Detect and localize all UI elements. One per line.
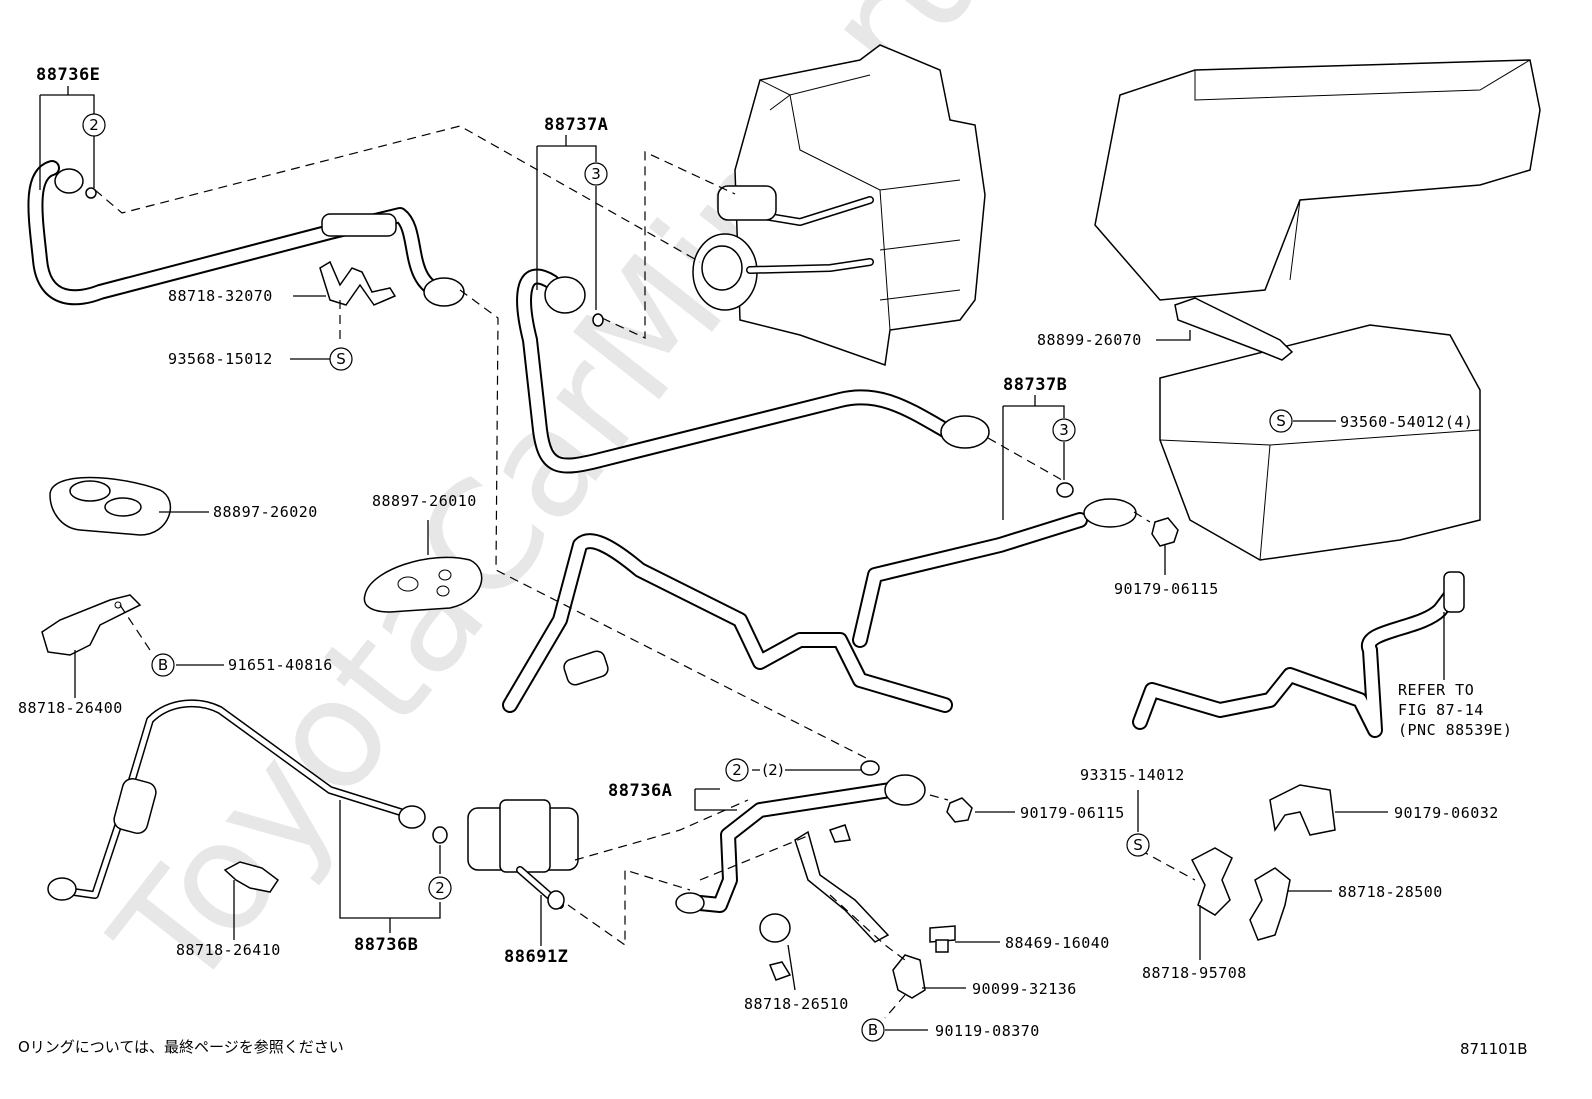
label-88737A: 88737A [544, 115, 608, 135]
cover-box [1094, 59, 1541, 301]
valve-88691Z [467, 799, 579, 910]
cushion-90099-32136 [892, 954, 926, 999]
label-90179-06115-upper: 90179-06115 [1114, 580, 1219, 598]
svg-text:S: S [1133, 836, 1143, 854]
figure-id: 871101B [1460, 1040, 1528, 1058]
label-91651-40816: 91651-40816 [228, 656, 333, 674]
badge-s-93315: S [1126, 833, 1150, 857]
label-refer-line3: (PNC 88539E) [1398, 721, 1512, 739]
o-ring [592, 313, 604, 327]
label-88737B: 88737B [1003, 375, 1067, 395]
footer-note: Oリングについては、最終ページを参照ください [18, 1038, 344, 1056]
badge-3-88737B: 3 [1052, 418, 1076, 442]
badge-2-88736A: 2 [725, 758, 749, 782]
pipe-88736E [27, 160, 465, 307]
pipe-main-loop [502, 482, 1137, 713]
badge-s-93560: S [1269, 409, 1293, 433]
label-88736A: 88736A [608, 781, 672, 801]
tank-box [1159, 324, 1481, 561]
svg-text:S: S [1276, 412, 1286, 430]
badge-s-93568: S [329, 347, 353, 371]
screw-88469-16040 [929, 925, 956, 953]
cooling-unit [692, 44, 986, 367]
clip-88718-32070 [319, 260, 397, 306]
svg-text:3: 3 [1059, 421, 1069, 439]
clamp-90179-06032 [1269, 784, 1336, 836]
badge-b-91651: B [151, 653, 175, 677]
clip-88718-95708 [1190, 847, 1233, 916]
o-ring [432, 826, 448, 844]
nut-90179-06115-lower [946, 797, 973, 823]
svg-text:2: 2 [435, 879, 445, 897]
label-88691Z: 88691Z [504, 947, 568, 967]
svg-text:2: 2 [89, 116, 99, 134]
label-88736B: 88736B [354, 935, 418, 955]
badge-2-88736B: 2 [428, 876, 452, 900]
label-refer-line2: FIG 87-14 [1398, 701, 1484, 719]
label-88718-26510: 88718-26510 [744, 995, 849, 1013]
pipe-88737A [516, 268, 990, 474]
pipe-sleeve [321, 213, 397, 237]
dashed-lines [94, 125, 1196, 1019]
label-88718-95708: 88718-95708 [1142, 964, 1247, 982]
label-93568-15012: 93568-15012 [168, 350, 273, 368]
pipe-end-fitting [54, 168, 84, 194]
pipe-88736B [47, 699, 448, 901]
label-88897-26010: 88897-26010 [372, 492, 477, 510]
label-88736E: 88736E [36, 65, 100, 85]
clamp-88718-26510 [759, 913, 792, 981]
badge-3-88737A: 3 [584, 162, 608, 186]
label-88897-26020: 88897-26020 [213, 503, 318, 521]
svg-text:B: B [868, 1021, 878, 1039]
label-88718-26410: 88718-26410 [176, 941, 281, 959]
badge-2-paren: (2) [762, 761, 783, 779]
label-refer-line1: REFER TO [1398, 681, 1474, 699]
pipe-88736A [675, 760, 926, 914]
label-93315-14012: 93315-14012 [1080, 766, 1185, 784]
pipe-end-fitting [423, 277, 465, 307]
o-ring [1056, 482, 1074, 498]
clip-88718-26400 [41, 594, 142, 656]
badge-2-88736E: 2 [82, 113, 106, 137]
label-90179-06115-lower: 90179-06115 [1020, 804, 1125, 822]
o-ring [85, 187, 97, 199]
label-88718-26400: 88718-26400 [18, 699, 123, 717]
nut-90179-06115-upper [1151, 517, 1179, 547]
label-88469-16040: 88469-16040 [1005, 934, 1110, 952]
svg-text:2: 2 [732, 761, 742, 779]
svg-text:3: 3 [591, 165, 601, 183]
bracket-88899-26070 [1174, 297, 1294, 361]
svg-text:S: S [336, 350, 346, 368]
grommet-88897-26010 [363, 556, 483, 613]
label-88899-26070: 88899-26070 [1037, 331, 1142, 349]
label-93560-54012: 93560-54012(4) [1340, 413, 1473, 431]
label-90179-06032: 90179-06032 [1394, 804, 1499, 822]
bracket-center [794, 824, 890, 943]
leader-lines [39, 86, 1445, 1031]
clip-88718-28500 [1249, 867, 1291, 941]
o-ring [860, 760, 880, 776]
label-88718-32070: 88718-32070 [168, 287, 273, 305]
hose-refer [1132, 571, 1465, 738]
badge-b-90119: B [861, 1018, 885, 1042]
svg-text:B: B [158, 656, 168, 674]
label-88718-28500: 88718-28500 [1338, 883, 1443, 901]
label-90119-08370: 90119-08370 [935, 1022, 1040, 1040]
clip-88718-26410 [223, 861, 280, 893]
label-90099-32136: 90099-32136 [972, 980, 1077, 998]
grommet-88897-26020 [49, 476, 171, 536]
